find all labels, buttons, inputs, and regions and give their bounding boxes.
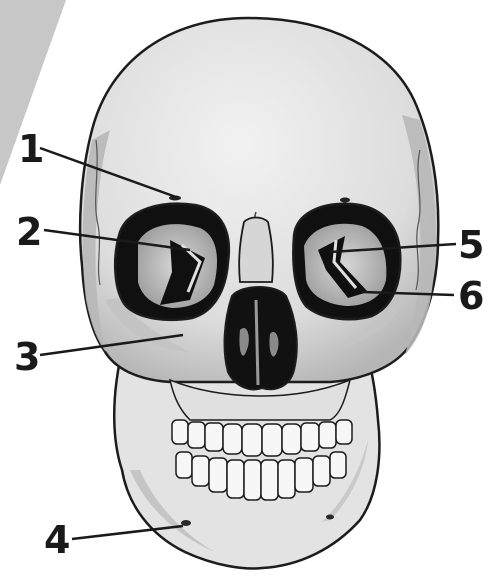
mental-foramen-right: [326, 515, 334, 520]
nasal-bridge: [239, 218, 273, 283]
label-2: 2: [16, 210, 42, 254]
label-1: 1: [18, 127, 44, 171]
label-3: 3: [14, 335, 40, 379]
label-6: 6: [458, 274, 484, 318]
label-5: 5: [458, 223, 484, 267]
label-4: 4: [44, 518, 70, 562]
nasal-cavity: [225, 287, 297, 389]
